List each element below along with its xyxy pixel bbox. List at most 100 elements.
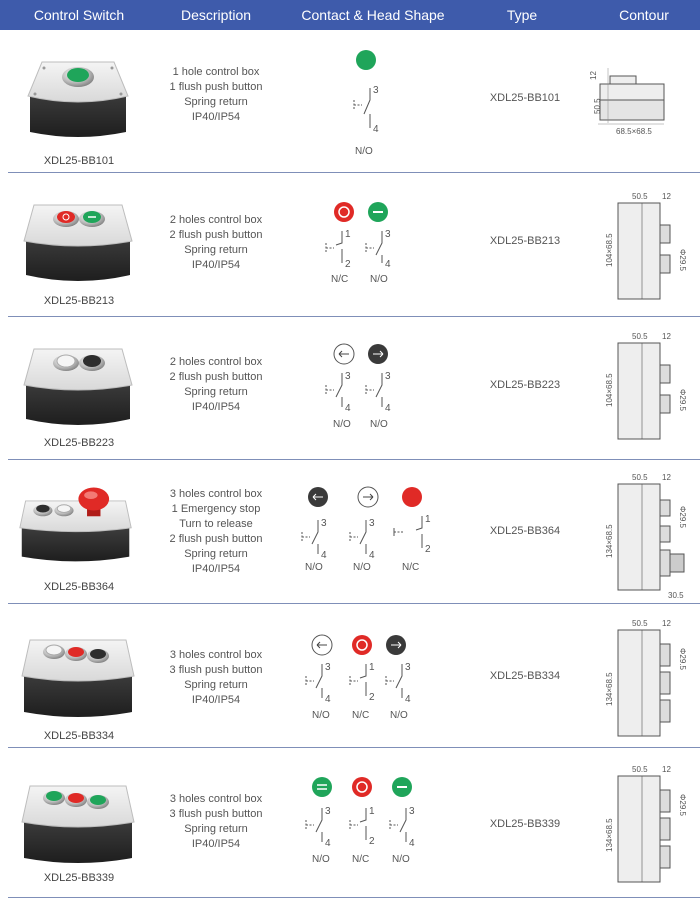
svg-text:50.5: 50.5 (632, 332, 648, 341)
type-code: XDL25-BB339 (489, 818, 561, 830)
svg-text:12: 12 (589, 71, 598, 80)
contact-label: N/O (353, 562, 371, 573)
contact-label: N/O (355, 146, 373, 157)
product-code: XDL25-BB334 (43, 730, 115, 742)
svg-text:12: 12 (662, 332, 671, 341)
product-photo (23, 348, 133, 425)
header-contour: Contour (619, 7, 669, 23)
svg-text:1: 1 (369, 662, 375, 673)
contour-drawing: 12 50.5 68.5×68.5 (589, 68, 665, 136)
svg-text:3: 3 (373, 85, 379, 96)
green-equals-button-icon (312, 777, 332, 797)
svg-text:3: 3 (345, 371, 351, 382)
contour-drawing: 50.5 12 134×68.5 Φ29.5 30.5 (605, 473, 687, 600)
svg-text:Φ29.5: Φ29.5 (678, 389, 687, 412)
type-code: XDL25-BB101 (489, 92, 561, 104)
svg-text:3: 3 (369, 518, 375, 529)
svg-text:134×68.5: 134×68.5 (605, 524, 614, 558)
contact-label: N/O (333, 419, 351, 430)
svg-text:4: 4 (321, 550, 327, 561)
svg-text:12: 12 (662, 619, 671, 628)
svg-text:30.5: 30.5 (668, 591, 684, 600)
svg-text:4: 4 (385, 259, 391, 270)
type-code: XDL25-BB334 (489, 670, 561, 682)
contact-label: N/O (392, 854, 410, 865)
contact-diagram: 34 34 N/O N/O (325, 343, 391, 430)
contour-drawing: 50.5 12 104×68.5 Φ29.5 (605, 332, 687, 440)
contact-label: N/C (352, 710, 369, 721)
contact-label: N/C (352, 854, 369, 865)
svg-text:4: 4 (405, 694, 411, 705)
svg-text:4: 4 (385, 403, 391, 414)
product-code: XDL25-BB223 (43, 437, 115, 449)
contact-diagram: 34 12 34 N/O N/C N/O (305, 777, 415, 865)
svg-text:1: 1 (369, 806, 375, 817)
svg-text:2: 2 (369, 836, 375, 847)
svg-text:Φ29.5: Φ29.5 (678, 506, 687, 529)
svg-text:134×68.5: 134×68.5 (605, 818, 614, 852)
svg-text:Φ29.5: Φ29.5 (678, 794, 687, 817)
svg-text:104×68.5: 104×68.5 (605, 233, 614, 267)
svg-text:4: 4 (325, 694, 331, 705)
emergency-stop-icon (402, 487, 422, 507)
svg-text:3: 3 (409, 806, 415, 817)
svg-text:68.5×68.5: 68.5×68.5 (616, 127, 652, 136)
contour-drawing: 50.5 12 104×68.5 Φ29.5 (605, 192, 687, 300)
product-code: XDL25-BB213 (43, 295, 115, 307)
product-code: XDL25-BB101 (43, 155, 115, 167)
type-code: XDL25-BB213 (489, 235, 561, 247)
svg-text:50.5: 50.5 (632, 473, 648, 482)
svg-text:4: 4 (409, 838, 415, 849)
svg-text:1: 1 (425, 514, 431, 525)
green-button-icon (356, 50, 376, 70)
svg-text:3: 3 (325, 662, 331, 673)
contact-label: N/O (305, 562, 323, 573)
svg-text:50.5: 50.5 (632, 192, 648, 201)
svg-text:50.5: 50.5 (593, 98, 602, 114)
contact-label: N/C (402, 562, 419, 573)
svg-text:4: 4 (325, 838, 331, 849)
svg-text:2: 2 (345, 259, 351, 270)
svg-text:3: 3 (321, 518, 327, 529)
svg-text:12: 12 (662, 765, 671, 774)
svg-text:Φ29.5: Φ29.5 (678, 648, 687, 671)
header-description: Description (180, 7, 252, 23)
contour-drawing: 50.5 12 134×68.5 Φ29.5 (605, 619, 687, 737)
svg-text:134×68.5: 134×68.5 (605, 672, 614, 706)
contact-label: N/C (331, 274, 348, 285)
red-ring-button-icon (334, 202, 354, 222)
svg-text:4: 4 (369, 550, 375, 561)
table-header: Control Switch Description Contact & Hea… (0, 0, 700, 30)
contact-label: N/O (370, 274, 388, 285)
red-ring-button-icon (352, 635, 372, 655)
product-photo (23, 204, 133, 281)
svg-text:1: 1 (345, 229, 351, 240)
svg-text:2: 2 (369, 692, 375, 703)
svg-text:4: 4 (345, 403, 351, 414)
svg-text:3: 3 (405, 662, 411, 673)
svg-text:12: 12 (662, 192, 671, 201)
svg-text:50.5: 50.5 (632, 619, 648, 628)
contact-label: N/O (312, 710, 330, 721)
product-photo (21, 639, 135, 717)
header-type: Type (506, 7, 538, 23)
svg-text:3: 3 (385, 371, 391, 382)
svg-text:50.5: 50.5 (632, 765, 648, 774)
header-contact-head-shape: Contact & Head Shape (301, 7, 445, 23)
svg-text:2: 2 (425, 544, 431, 555)
product-code: XDL25-BB339 (43, 872, 115, 884)
svg-text:4: 4 (373, 124, 379, 135)
contact-label: N/O (312, 854, 330, 865)
no-contact-symbol (353, 88, 371, 128)
type-code: XDL25-BB364 (489, 525, 561, 537)
